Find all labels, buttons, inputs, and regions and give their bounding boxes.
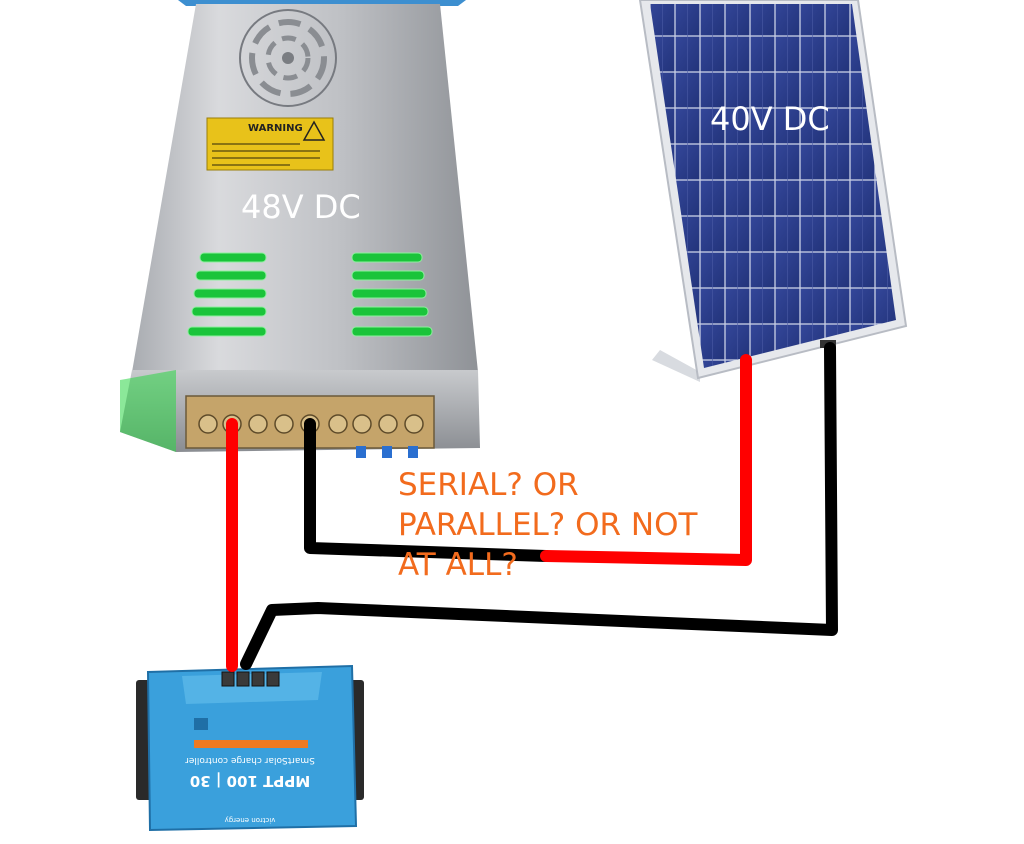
- wires: [226, 342, 838, 672]
- controller-terminals: [221, 671, 280, 687]
- solar-panel: [638, 0, 908, 382]
- psu-negative-wire: [304, 418, 552, 562]
- vent-slots-right: [351, 252, 433, 337]
- panel-positive-wire: [540, 354, 752, 566]
- charge-controller: MPPT 100 | 30 SmartSolar charge controll…: [136, 664, 364, 832]
- panel-negative-wire: [240, 342, 838, 670]
- psu-voltage-label: 48V DC: [241, 188, 361, 226]
- panel-voltage-label: 40V DC: [710, 100, 830, 138]
- power-supply-unit: WARNING: [120, 0, 480, 458]
- vent-slots-left: [187, 252, 267, 337]
- question-line-1: SERIAL? OR: [398, 467, 579, 503]
- question-line-2: PARALLEL? OR NOT: [398, 507, 698, 543]
- warning-text: WARNING: [248, 123, 303, 134]
- controller-brand: victron energy: [225, 816, 276, 824]
- controller-subtitle: SmartSolar charge controller: [185, 755, 315, 765]
- warning-sticker: WARNING: [206, 117, 334, 171]
- controller-model: MPPT 100 | 30: [190, 771, 310, 790]
- question-text: SERIAL? OR PARALLEL? OR NOT AT ALL?: [398, 465, 697, 585]
- question-line-3: AT ALL?: [398, 547, 518, 583]
- fan-grille-icon: [239, 9, 337, 107]
